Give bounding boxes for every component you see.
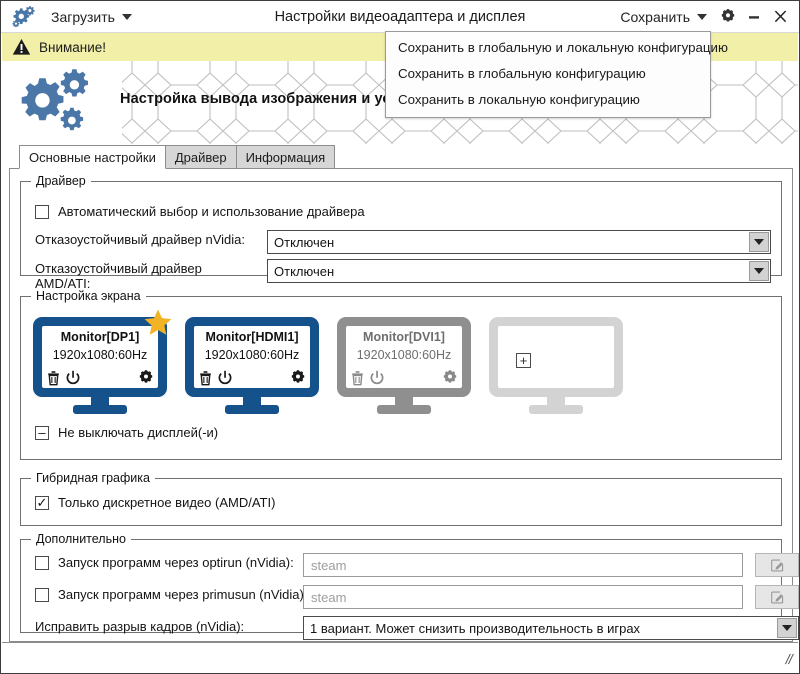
amd-driver-label: Отказоустойчивый драйвер AMD/ATI: — [35, 261, 202, 291]
load-menu-label: Загрузить — [51, 8, 115, 25]
nvidia-driver-row: Отказоустойчивый драйвер nVidia: — [35, 232, 259, 247]
keep-display-checkbox-row[interactable]: – Не выключать дисплей(-и) — [35, 425, 218, 440]
primusrun-label: Запуск программ через primusun (nVidia): — [58, 587, 308, 602]
discrete-video-checkbox[interactable]: ✓ — [35, 495, 49, 510]
monitor-card-add-new[interactable]: + — [489, 317, 623, 414]
tearfree-combobox[interactable]: 1 вариант. Может снизить производительно… — [303, 616, 799, 640]
tab-content-panel: Драйвер Автоматический выбор и использов… — [9, 168, 799, 642]
titlebar-controls: Сохранить — [612, 4, 799, 30]
auto-driver-checkbox[interactable] — [35, 204, 49, 219]
tearfree-label: Исправить разрыв кадров (nVidia): — [35, 619, 245, 634]
primusrun-command-placeholder: steam — [311, 589, 347, 605]
amd-driver-combobox[interactable]: Отключен — [267, 259, 771, 283]
title-bar: Загрузить Настройки видеоадаптера и дисп… — [1, 1, 799, 33]
monitor-card-dp1[interactable]: Monitor[DP1] 1920x1080:60Hz — [33, 309, 172, 414]
monitor-resolution: 1920x1080:60Hz — [356, 348, 452, 362]
save-menu-button[interactable]: Сохранить — [612, 7, 715, 27]
nvidia-driver-label: Отказоустойчивый драйвер nVidia: — [35, 232, 245, 247]
status-bar: // — [2, 642, 798, 672]
save-menu-label: Сохранить — [620, 8, 690, 25]
monitor-card-dvi1[interactable]: Monitor[DVI1] 1920x1080:60Hz — [337, 317, 471, 414]
optirun-command-input[interactable]: steam — [303, 553, 743, 577]
group-screen-setup: Настройка экрана Monitor[DP1] 1920x1080:… — [20, 289, 782, 460]
trash-icon[interactable] — [350, 370, 365, 386]
monitor-resolution: 1920x1080:60Hz — [204, 348, 300, 362]
pencil-edit-icon — [770, 559, 783, 571]
primusrun-edit-button[interactable] — [755, 585, 799, 609]
resize-grip-icon[interactable]: // — [784, 651, 794, 667]
optirun-checkbox[interactable] — [35, 555, 49, 570]
group-driver-title: Драйвер — [31, 174, 91, 188]
auto-driver-label: Автоматический выбор и использование дра… — [58, 204, 365, 219]
tearfree-dropdown-arrow[interactable] — [777, 618, 797, 638]
monitor-name: Monitor[DP1] — [60, 330, 140, 344]
chevron-down-icon — [121, 13, 132, 20]
nvidia-driver-dropdown-arrow[interactable] — [749, 232, 769, 252]
chevron-down-icon — [697, 13, 707, 20]
discrete-video-checkbox-mark: ✓ — [36, 495, 48, 510]
tab-driver[interactable]: Драйвер — [164, 145, 237, 169]
header-gears-icon — [16, 69, 108, 138]
close-button[interactable] — [767, 4, 793, 30]
power-icon[interactable] — [369, 370, 385, 386]
discrete-video-checkbox-row[interactable]: ✓ Только дискретное видео (AMD/ATI) — [35, 495, 275, 510]
monitor-list: Monitor[DP1] 1920x1080:60Hz — [33, 309, 623, 414]
tearfree-row: Исправить разрыв кадров (nVidia): — [35, 619, 244, 634]
group-hybrid-title: Гибридная графика — [31, 471, 155, 485]
primusrun-command-input[interactable]: steam — [303, 585, 743, 609]
discrete-video-label: Только дискретное видео (AMD/ATI) — [58, 495, 276, 510]
tab-information[interactable]: Информация — [235, 145, 336, 169]
keep-display-checkbox-mark: – — [38, 425, 46, 440]
optirun-label: Запуск программ через optirun (nVidia): — [58, 555, 294, 570]
load-menu-button[interactable]: Загрузить — [45, 7, 138, 27]
monitor-card-hdmi1[interactable]: Monitor[HDMI1] 1920x1080:60Hz — [185, 317, 319, 414]
gear-icon[interactable] — [290, 370, 306, 386]
nvidia-driver-combobox[interactable]: Отключен — [267, 230, 771, 254]
gear-icon[interactable] — [442, 370, 458, 386]
group-additional-title: Дополнительно — [31, 532, 131, 546]
menu-item-global[interactable]: Сохранить в глобальную конфигурацию — [398, 66, 646, 81]
settings-gear-button[interactable] — [715, 4, 741, 30]
tearfree-value: 1 вариант. Может снизить производительно… — [310, 620, 641, 636]
menu-item-local[interactable]: Сохранить в локальную конфигурацию — [398, 92, 640, 107]
pencil-edit-icon — [770, 591, 783, 603]
amd-driver-row: Отказоустойчивый драйвер AMD/ATI: — [35, 261, 259, 291]
monitor-resolution: 1920x1080:60Hz — [52, 348, 148, 362]
nvidia-driver-value: Отключен — [274, 234, 335, 250]
keep-display-label: Не выключать дисплей(-и) — [58, 425, 219, 440]
power-icon[interactable] — [65, 370, 81, 386]
optirun-checkbox-row[interactable]: Запуск программ через optirun (nVidia): — [35, 555, 294, 570]
optirun-command-placeholder: steam — [311, 557, 347, 573]
warning-triangle-icon — [12, 39, 31, 55]
primary-star-icon — [143, 308, 173, 342]
auto-driver-checkbox-row[interactable]: Автоматический выбор и использование дра… — [35, 204, 365, 219]
plus-box-icon[interactable]: + — [516, 353, 531, 368]
menu-item-global-and-local[interactable]: Сохранить в глобальную и локальную конфи… — [398, 40, 728, 55]
app-gears-icon — [1, 5, 45, 28]
optirun-edit-button[interactable] — [755, 553, 799, 577]
primusrun-checkbox-row[interactable]: Запуск программ через primusun (nVidia): — [35, 587, 307, 602]
trash-icon[interactable] — [198, 370, 213, 386]
warning-text: Внимание! — [39, 39, 107, 55]
power-icon[interactable] — [217, 370, 233, 386]
save-dropdown-menu[interactable]: Сохранить в глобальную и локальную конфи… — [385, 31, 728, 118]
tab-main-settings[interactable]: Основные настройки — [19, 145, 166, 169]
gear-icon[interactable] — [138, 370, 154, 386]
monitor-name: Monitor[DVI1] — [363, 330, 445, 344]
group-screen-title: Настройка экрана — [31, 289, 146, 303]
amd-driver-dropdown-arrow[interactable] — [749, 261, 769, 281]
amd-driver-value: Отключен — [274, 263, 335, 279]
tab-strip: Основные настройки Драйвер Информация — [19, 145, 336, 169]
primusrun-checkbox[interactable] — [35, 587, 49, 602]
trash-icon[interactable] — [46, 370, 61, 386]
monitor-name: Monitor[HDMI1] — [205, 330, 299, 344]
keep-display-checkbox[interactable]: – — [35, 425, 49, 440]
minimize-button[interactable] — [741, 4, 767, 30]
group-hybrid-graphics: Гибридная графика ✓ Только дискретное ви… — [20, 471, 782, 526]
group-additional: Дополнительно Запуск программ через opti… — [20, 532, 799, 640]
group-driver: Драйвер Автоматический выбор и использов… — [20, 174, 782, 291]
